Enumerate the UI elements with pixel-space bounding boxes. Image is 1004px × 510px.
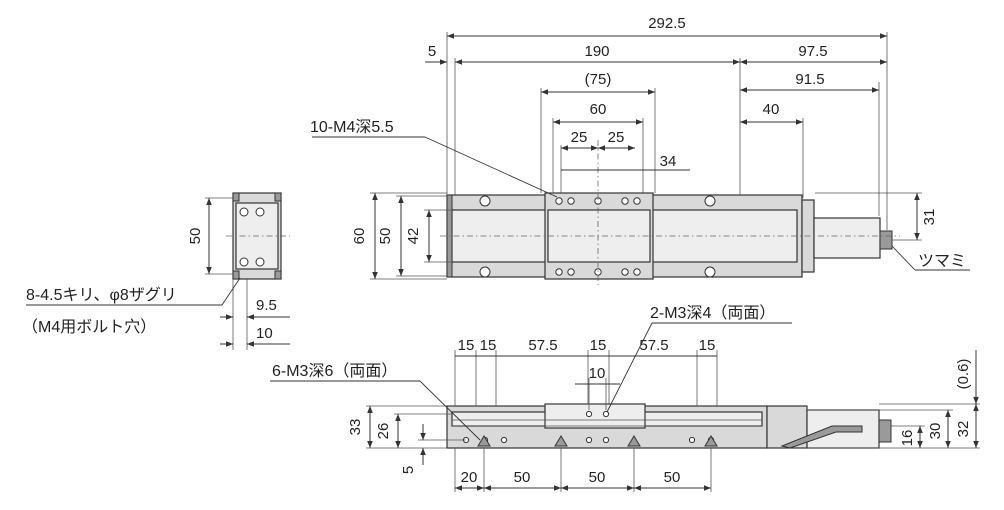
dim-end-width-1: 9.5: [256, 297, 277, 314]
dim-side-c: 57.5: [528, 337, 557, 354]
label-tapped-holes-top: 10-M4深5.5: [310, 118, 394, 136]
label-side-holes-table: 2-M3深4（両面）: [650, 304, 775, 322]
dim-hole-offset: 34: [660, 153, 677, 170]
dim-end-height: 50: [187, 228, 204, 245]
top-view: 292.5 5 190 97.5 91.5 (75) 60 40 25 25 3…: [310, 15, 970, 285]
dim-side-height-total: 33: [347, 419, 364, 436]
dim-motor-shaft: 16: [899, 430, 916, 447]
side-view-knob: [878, 419, 892, 443]
dim-motor-height: 30: [927, 423, 944, 440]
top-view-knob: [879, 230, 893, 250]
dim-hole-pitch-1: 25: [571, 129, 588, 146]
dim-side-d: 15: [590, 337, 607, 354]
label-counterbore-note: （M4用ボルト穴）: [22, 318, 156, 336]
side-view: 15 15 57.5 15 57.5 15 10 33 26 5 20 50: [270, 304, 980, 492]
top-view-motor: [813, 217, 881, 259]
dim-motor-to-knob: 91.5: [795, 71, 824, 88]
dim-bottom-first: 20: [461, 469, 478, 486]
dim-bottom-pitch-2: 50: [589, 469, 606, 486]
dim-height-total: 60: [351, 228, 368, 245]
dim-side-a: 15: [458, 337, 475, 354]
dim-stroke-length: 190: [584, 43, 609, 60]
top-hole: [479, 195, 491, 207]
dim-bottom-offset: 5: [400, 466, 417, 474]
dim-motor-total: 32: [955, 421, 972, 438]
dim-motor-offset: 40: [763, 101, 780, 118]
dim-knob-height: 31: [921, 209, 938, 226]
dim-side-b: 15: [480, 337, 497, 354]
label-counterbore: 8-4.5キリ、φ8ザグリ: [26, 286, 177, 304]
dim-motor-gap: (0.6): [955, 359, 972, 390]
dim-bottom-pitch-1: 50: [514, 469, 531, 486]
top-hole: [479, 266, 491, 278]
dim-table-length: (75): [585, 71, 612, 88]
top-hole: [704, 195, 716, 207]
dim-table-hole-pitch: 10: [589, 365, 606, 382]
dim-height-body: 50: [377, 228, 394, 245]
dim-side-f: 15: [699, 337, 716, 354]
end-view: 50 9.5 10 8-4.5キリ、φ8ザグリ （M4用ボルト穴）: [22, 192, 290, 350]
dim-end-width-2: 10: [256, 325, 273, 342]
side-view-table: [544, 403, 646, 429]
dim-side-e: 57.5: [639, 337, 668, 354]
dim-bottom-pitch-3: 50: [664, 469, 681, 486]
label-side-holes-body: 6-M3深6（両面）: [272, 362, 397, 380]
dim-offset: 5: [428, 43, 436, 60]
dim-motor-length: 97.5: [798, 43, 827, 60]
dim-hole-pitch-2: 25: [608, 129, 625, 146]
dim-height-table: 42: [405, 228, 422, 245]
label-knob: ツマミ: [918, 253, 966, 270]
dim-side-height-body: 26: [375, 423, 392, 440]
dim-hole-pitch-outer: 60: [590, 101, 607, 118]
top-hole: [704, 266, 716, 278]
table-holes: [555, 197, 641, 276]
dim-overall: 292.5: [648, 15, 686, 32]
